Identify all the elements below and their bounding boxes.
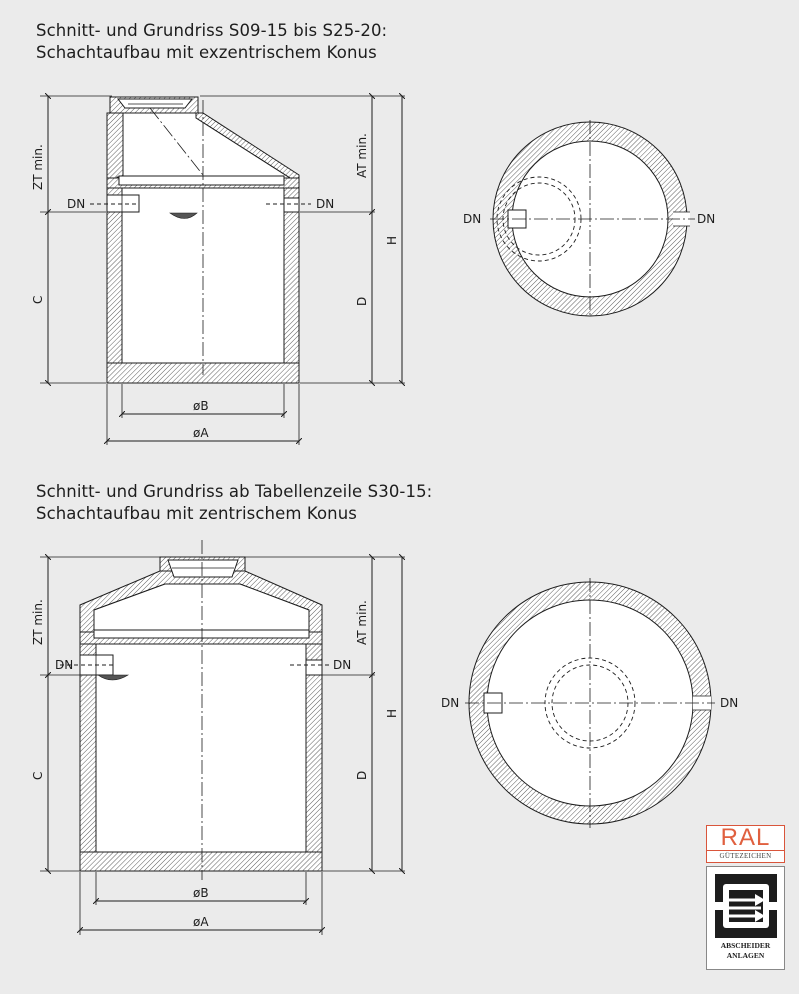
label-c-2: C	[31, 772, 45, 780]
label-dn-2a: DN	[55, 658, 73, 672]
section2-elevation: ZT min. C AT min. D H DN DN øB øA	[31, 540, 405, 935]
shaft-right-wall	[283, 187, 300, 364]
label-b-1: øB	[193, 399, 209, 413]
section1-elevation: ZT min. C AT min. D H DN DN øB øA	[31, 96, 405, 445]
label-at-min-1: AT min.	[355, 133, 369, 178]
abscheider-badge: ABSCHEIDER ANLAGEN	[706, 866, 785, 970]
label-h-2: H	[385, 709, 399, 718]
section1-caption-line2: Schachtaufbau mit exzentrischem Konus	[36, 43, 377, 62]
ral-badge: RAL GÜTEZEICHEN	[706, 825, 785, 863]
section1-caption-line1: Schnitt- und Grundriss S09-15 bis S25-20…	[36, 21, 388, 40]
label-d-1: D	[355, 297, 369, 306]
ral-logo-text: RAL	[720, 824, 771, 851]
label-b-2: øB	[193, 886, 209, 900]
label-zt-min-1: ZT min.	[31, 144, 45, 190]
abscheider-label: ABSCHEIDER ANLAGEN	[707, 941, 784, 961]
label-c-1: C	[31, 296, 45, 304]
label-dn-2c: DN	[441, 696, 459, 710]
ral-subtitle: GÜTEZEICHEN	[707, 850, 784, 861]
shaft2-base	[79, 851, 323, 872]
abscheider-anlagen-icon	[715, 874, 777, 938]
shaft-left-wall	[106, 187, 123, 364]
label-a-1: øA	[193, 426, 209, 440]
section2-plan: DN DN	[441, 578, 738, 828]
section2-caption: Schnitt- und Grundriss ab Tabellenzeile …	[36, 481, 432, 525]
section2-caption-line1: Schnitt- und Grundriss ab Tabellenzeile …	[36, 482, 433, 501]
section1-plan: DN DN	[463, 120, 715, 318]
label-dn-1a: DN	[67, 197, 85, 211]
label-dn-2b: DN	[333, 658, 351, 672]
label-dn-2d: DN	[720, 696, 738, 710]
label-zt-min-2: ZT min.	[31, 599, 45, 645]
label-a-2: øA	[193, 915, 209, 929]
section2-caption-line2: Schachtaufbau mit zentrischem Konus	[36, 504, 357, 523]
label-dn-1d: DN	[697, 212, 715, 226]
label-dn-1c: DN	[463, 212, 481, 226]
label-dn-1b: DN	[316, 197, 334, 211]
label-d-2: D	[355, 771, 369, 780]
section1-caption: Schnitt- und Grundriss S09-15 bis S25-20…	[36, 20, 387, 64]
abscheider-line2: ANLAGEN	[726, 951, 765, 960]
label-h-1: H	[385, 236, 399, 245]
label-at-min-2: AT min.	[355, 600, 369, 645]
abscheider-line1: ABSCHEIDER	[720, 941, 771, 950]
